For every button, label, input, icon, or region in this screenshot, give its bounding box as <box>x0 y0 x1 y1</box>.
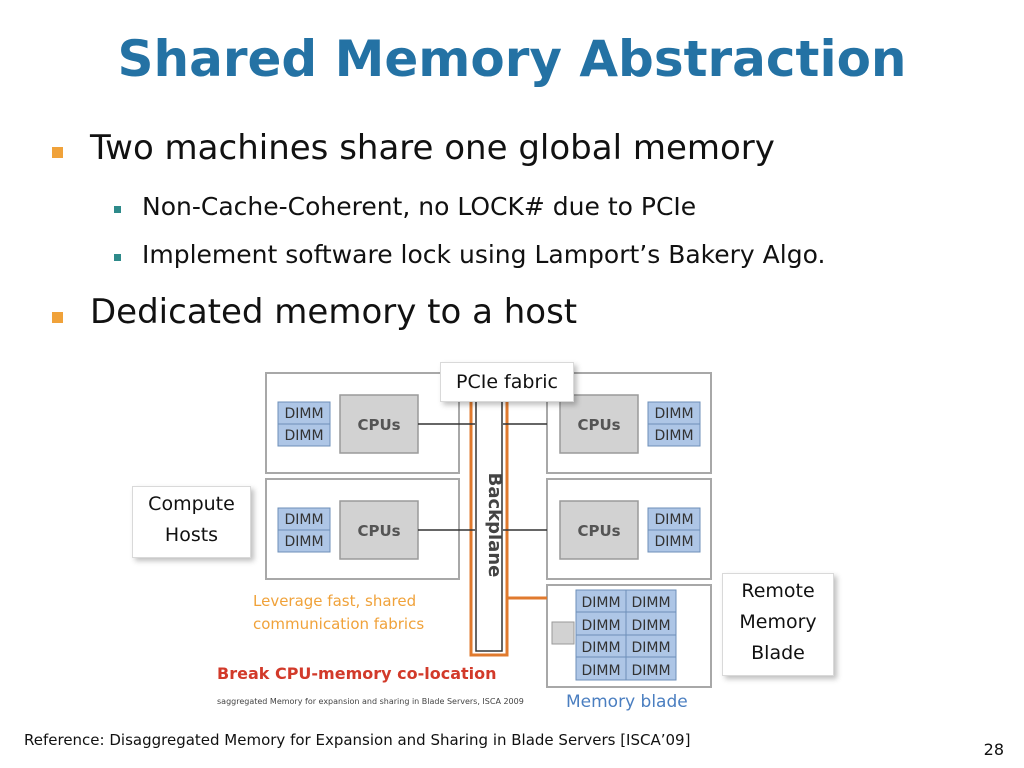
bullet-marker <box>52 147 63 158</box>
leverage-text: Leverage fast, shared <box>253 592 416 610</box>
bullet-level1: Two machines share one global memory <box>90 128 775 168</box>
dimm-label: DIMM <box>631 640 670 656</box>
dimm-label: DIMM <box>631 595 670 611</box>
callout-text: Hosts <box>164 524 219 546</box>
right-host-bottom: CPUs DIMM DIMM <box>559 500 701 560</box>
dimm-label: DIMM <box>284 406 323 422</box>
dimm-label: DIMM <box>654 534 693 550</box>
cpus-label: CPUs <box>577 522 620 540</box>
pcie-fabric-callout: PCIe fabric <box>440 362 574 402</box>
cpus-label: CPUs <box>577 416 620 434</box>
remote-memory-blade-callout: Remote Memory Blade <box>722 573 834 676</box>
break-colocation-text: Break CPU-memory co-location <box>217 664 497 683</box>
bullet-marker <box>114 206 121 213</box>
bullet-marker <box>114 254 121 261</box>
memory-blade-dimms: DIMM DIMM DIMM DIMM DIMM DIMM DIMM DIMM <box>551 589 677 681</box>
dimm-label: DIMM <box>631 618 670 634</box>
leverage-text: communication fabrics <box>253 615 424 633</box>
callout-text: Blade <box>751 642 805 664</box>
diagram-citation: saggregated Memory for expansion and sha… <box>217 697 524 706</box>
left-host-bottom: DIMM DIMM CPUs <box>277 500 419 560</box>
callout-text: Remote <box>741 580 815 602</box>
right-host-top: CPUs DIMM DIMM <box>559 394 701 454</box>
callout-text: Compute <box>148 493 235 515</box>
cpus-label: CPUs <box>357 416 400 434</box>
dimm-label: DIMM <box>284 428 323 444</box>
dimm-label: DIMM <box>654 428 693 444</box>
dimm-label: DIMM <box>654 512 693 528</box>
cpus-label: CPUs <box>357 522 400 540</box>
dimm-label: DIMM <box>631 663 670 679</box>
bullet-level2: Non-Cache-Coherent, no LOCK# due to PCIe <box>142 192 697 221</box>
dimm-label: DIMM <box>284 512 323 528</box>
page-number: 28 <box>983 740 1004 759</box>
callout-text: Memory <box>739 611 817 633</box>
bullet-level1: Dedicated memory to a host <box>90 292 578 332</box>
slide-title: Shared Memory Abstraction <box>117 30 907 88</box>
dimm-label: DIMM <box>581 595 620 611</box>
dimm-label: DIMM <box>581 663 620 679</box>
dimm-label: DIMM <box>581 640 620 656</box>
callout-text: PCIe fabric <box>456 371 558 393</box>
dimm-label: DIMM <box>284 534 323 550</box>
memory-blade-label: Memory blade <box>566 692 688 712</box>
bullet-level2: Implement software lock using Lamport’s … <box>142 240 826 269</box>
bullet-marker <box>52 312 63 323</box>
reference-text: Reference: Disaggregated Memory for Expa… <box>24 731 691 749</box>
dimm-label: DIMM <box>654 406 693 422</box>
host-links <box>418 423 547 531</box>
dimm-label: DIMM <box>581 618 620 634</box>
left-host-top: DIMM DIMM CPUs <box>277 394 419 454</box>
compute-hosts-callout: Compute Hosts <box>132 486 251 558</box>
backplane-label: Backplane <box>484 473 505 578</box>
